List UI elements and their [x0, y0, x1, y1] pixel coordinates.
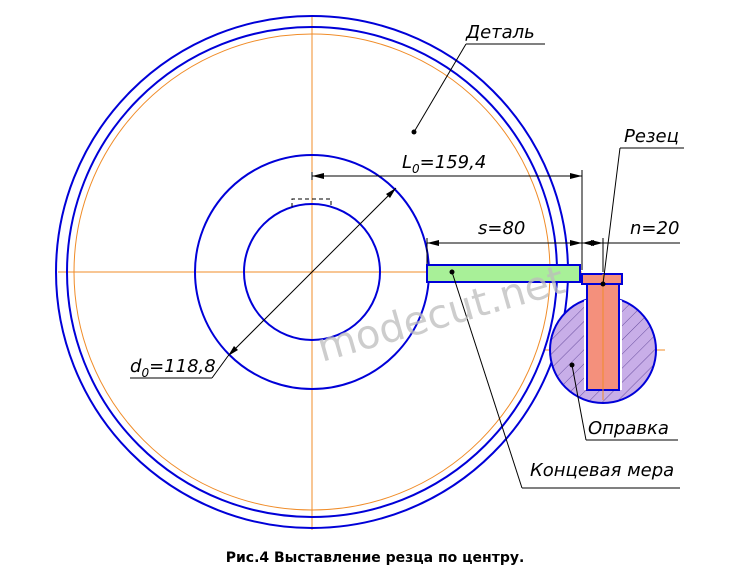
n-label: n=20 [630, 218, 679, 239]
d0-dimension-line [227, 187, 397, 357]
d0-leader [211, 355, 229, 379]
part-leader-dot [411, 129, 417, 135]
part-leader [413, 43, 467, 133]
s-label: s=80 [478, 218, 525, 239]
part-bore-circle [243, 203, 381, 341]
d0-label: d0=118,8 [130, 356, 216, 380]
part-label: Деталь [465, 22, 535, 43]
d0-arrow-bottom [228, 346, 238, 356]
d0-arrow-top [386, 188, 396, 198]
keyway-outline [291, 198, 332, 207]
cutter-leader-dot [600, 281, 606, 287]
L0-arrow-left [312, 173, 324, 179]
s-arrow-left [427, 240, 439, 246]
L0-label: L0=159,4 [402, 152, 486, 176]
gauge-leader-dot [449, 269, 455, 275]
mandrel-leader-dot [569, 362, 575, 368]
technical-drawing: L0=159,4 s=80 n=20 d0=118,8 Деталь Резец… [55, 15, 684, 530]
gauge-block [426, 264, 581, 283]
n-arrow-right [591, 240, 603, 246]
cutter-label: Резец [624, 126, 679, 147]
mandrel-leader [571, 364, 587, 441]
figure-caption: Рис.4 Выставление резца по центру. [225, 550, 525, 566]
s-arrow-right [570, 240, 582, 246]
L0-arrow-right [570, 173, 582, 179]
cutter-leader [602, 147, 621, 285]
gauge-leader [451, 271, 523, 489]
mandrel-label: Оправка [588, 418, 669, 439]
gauge-label: Концевая мера [530, 460, 674, 481]
